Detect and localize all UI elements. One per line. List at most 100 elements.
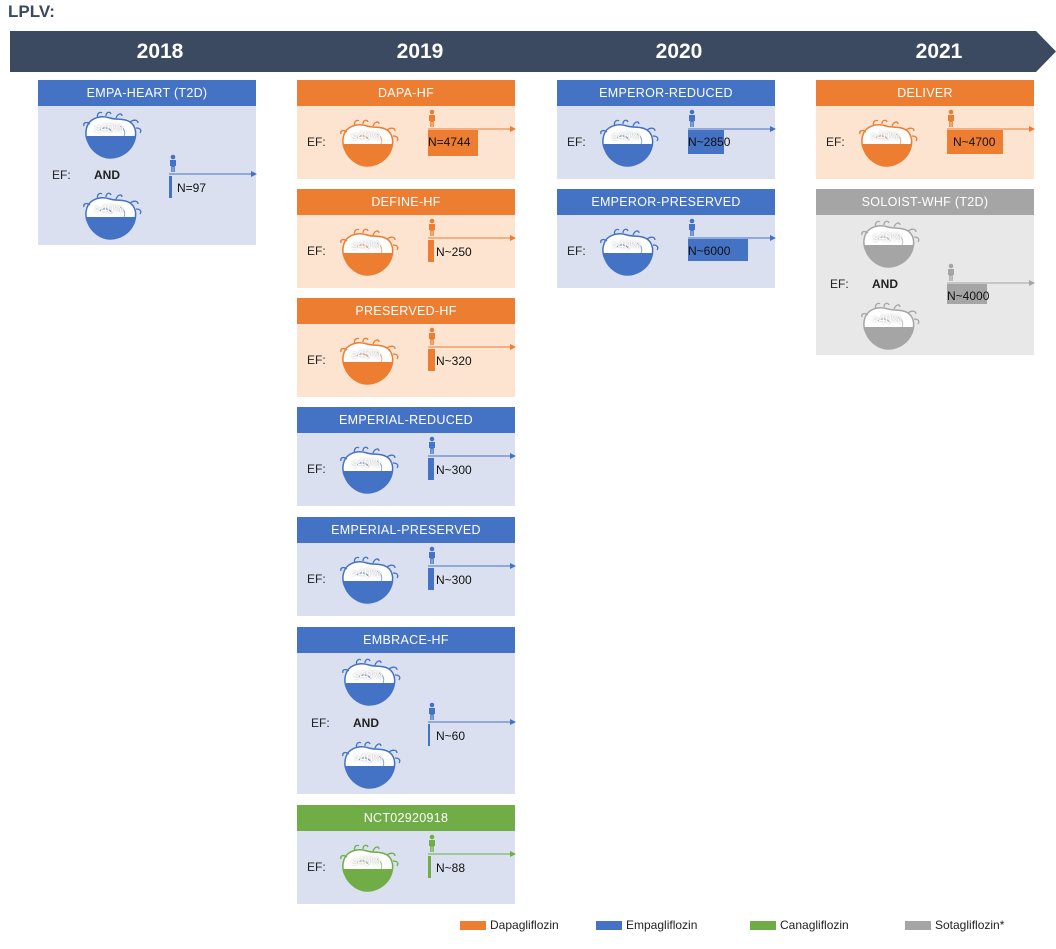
trial-name: EMPERIAL-PRESERVED xyxy=(297,517,515,543)
and-label: AND xyxy=(872,277,898,291)
participant-count: N~60 xyxy=(424,702,516,762)
participants-arrow xyxy=(688,218,776,241)
trial-card-empa-heart-t2d: EMPA-HEART (T2D)EF:AND≤40%>40%N=97 xyxy=(38,80,257,245)
legend-label: Canagliflozin xyxy=(780,918,849,932)
ef-label: EF: xyxy=(830,277,849,291)
heart-icon xyxy=(340,228,399,276)
trial-name: PRESERVED-HF xyxy=(297,298,515,324)
trial-body: EF:≤40%N~2850 xyxy=(557,106,776,179)
ef-value-label: ≤40% xyxy=(351,130,381,143)
participant-count: N~4000 xyxy=(943,263,1035,323)
ef-label: EF: xyxy=(567,243,586,258)
heart-ef-1: >40% xyxy=(597,227,663,277)
trial-body: EF: >40% N~300 xyxy=(297,543,516,616)
trial-name: NCT02920918 xyxy=(297,805,515,831)
heart-icon xyxy=(600,119,659,167)
legend-swatch-canagliflozin xyxy=(750,921,776,931)
participant-bar xyxy=(947,284,987,304)
heart-icon xyxy=(340,337,399,385)
ef-label: EF: xyxy=(307,571,326,586)
participant-n-label: N~4000 xyxy=(947,289,990,303)
legend-label: Empagliflozin xyxy=(626,918,698,932)
participant-bar xyxy=(428,348,435,371)
trial-name: DELIVER xyxy=(816,80,1034,106)
participant-count: N=4744 xyxy=(424,109,516,169)
ef-value-label: ≤40% xyxy=(351,457,381,470)
participant-bar xyxy=(688,129,724,154)
participants-arrow xyxy=(428,109,516,132)
year-label-2020: 2020 xyxy=(655,40,703,63)
heart-icon xyxy=(83,192,142,240)
and-label: AND xyxy=(353,715,379,730)
ef-label: EF: xyxy=(567,134,586,149)
participants-arrow xyxy=(947,263,1035,286)
legend-item-empagliflozin: Empagliflozin xyxy=(596,918,697,932)
participant-n-label: N~250 xyxy=(436,244,472,259)
participants-arrow xyxy=(688,109,776,132)
participant-n-label: N~88 xyxy=(436,860,466,875)
heart-ef-1: ≤40% xyxy=(858,219,924,269)
heart-ef-1: ≤40% xyxy=(337,227,403,277)
trial-name: EMPA-HEART (T2D) xyxy=(38,80,256,106)
participant-n-label: N~6000 xyxy=(688,243,731,258)
year-label-2018: 2018 xyxy=(136,40,184,63)
ef-value-label: ≥45% xyxy=(351,348,381,361)
legend-label: Dapagliflozin xyxy=(490,918,559,932)
participant-count: N~2850 xyxy=(684,109,776,169)
ef-label: EF: xyxy=(307,352,326,367)
trial-name: EMPEROR-REDUCED xyxy=(557,80,775,106)
trial-body: EF:AND≤40%>40%N~60 xyxy=(297,653,516,794)
and-label: AND xyxy=(94,167,120,182)
participant-n-label: N~320 xyxy=(436,353,472,368)
legend-swatch-sotagliflozin xyxy=(905,921,931,931)
heart-ef-1: >40% xyxy=(337,555,403,605)
participant-bar xyxy=(169,175,172,198)
heart-icon xyxy=(340,446,399,494)
year-label-2019: 2019 xyxy=(396,40,444,63)
ef-value-label: >40% xyxy=(351,567,381,580)
legend-label: Sotagliflozin* xyxy=(935,918,1005,932)
trial-name: EMPERIAL-REDUCED xyxy=(297,407,515,433)
timeline-arrow-shape xyxy=(10,31,1056,72)
legend-swatch-dapagliflozin xyxy=(460,921,486,931)
trial-card-preserved-hf: PRESERVED-HF EF: ≥45% N~320 xyxy=(297,298,516,397)
participant-bar xyxy=(688,238,748,261)
participant-count: N~320 xyxy=(424,327,516,387)
heart-icon xyxy=(83,111,142,159)
trial-body: EF:≤40%N~300 xyxy=(297,433,516,506)
participants-arrow xyxy=(428,436,516,459)
participant-count: N~6000 xyxy=(684,218,776,278)
participant-bar xyxy=(428,239,434,262)
year-label-2021: 2021 xyxy=(915,40,963,63)
trial-body: EF:≤40%N=4744 xyxy=(297,106,516,179)
participants-arrow xyxy=(169,154,257,177)
participants-arrow xyxy=(947,109,1035,132)
heart-ef-1: >40% xyxy=(856,118,922,168)
heart-icon xyxy=(861,220,920,268)
trial-body: EF:≤40%N~250 xyxy=(297,215,516,288)
legend-item-canagliflozin: Canagliflozin xyxy=(750,918,849,932)
ef-value-label: >40% xyxy=(611,239,641,252)
ef-label: EF: xyxy=(307,859,326,874)
trial-name: DEFINE-HF xyxy=(297,189,515,215)
participant-n-label: N~2850 xyxy=(688,134,731,149)
participant-n-label: N~60 xyxy=(436,728,466,743)
heart-icon xyxy=(861,302,920,350)
participant-bar xyxy=(428,723,430,746)
participant-n-label: N=4744 xyxy=(428,134,471,149)
participant-n-label: N~300 xyxy=(436,572,472,587)
participant-count: N~88 xyxy=(424,834,516,894)
trial-body: EF: ≥45% N~320 xyxy=(297,324,516,397)
heart-icon xyxy=(340,556,399,604)
ef-value-label: ≤40% xyxy=(872,232,902,244)
ef-value-label: ≤40% xyxy=(94,123,124,135)
participant-bar xyxy=(428,567,434,590)
participant-bar xyxy=(428,855,431,878)
